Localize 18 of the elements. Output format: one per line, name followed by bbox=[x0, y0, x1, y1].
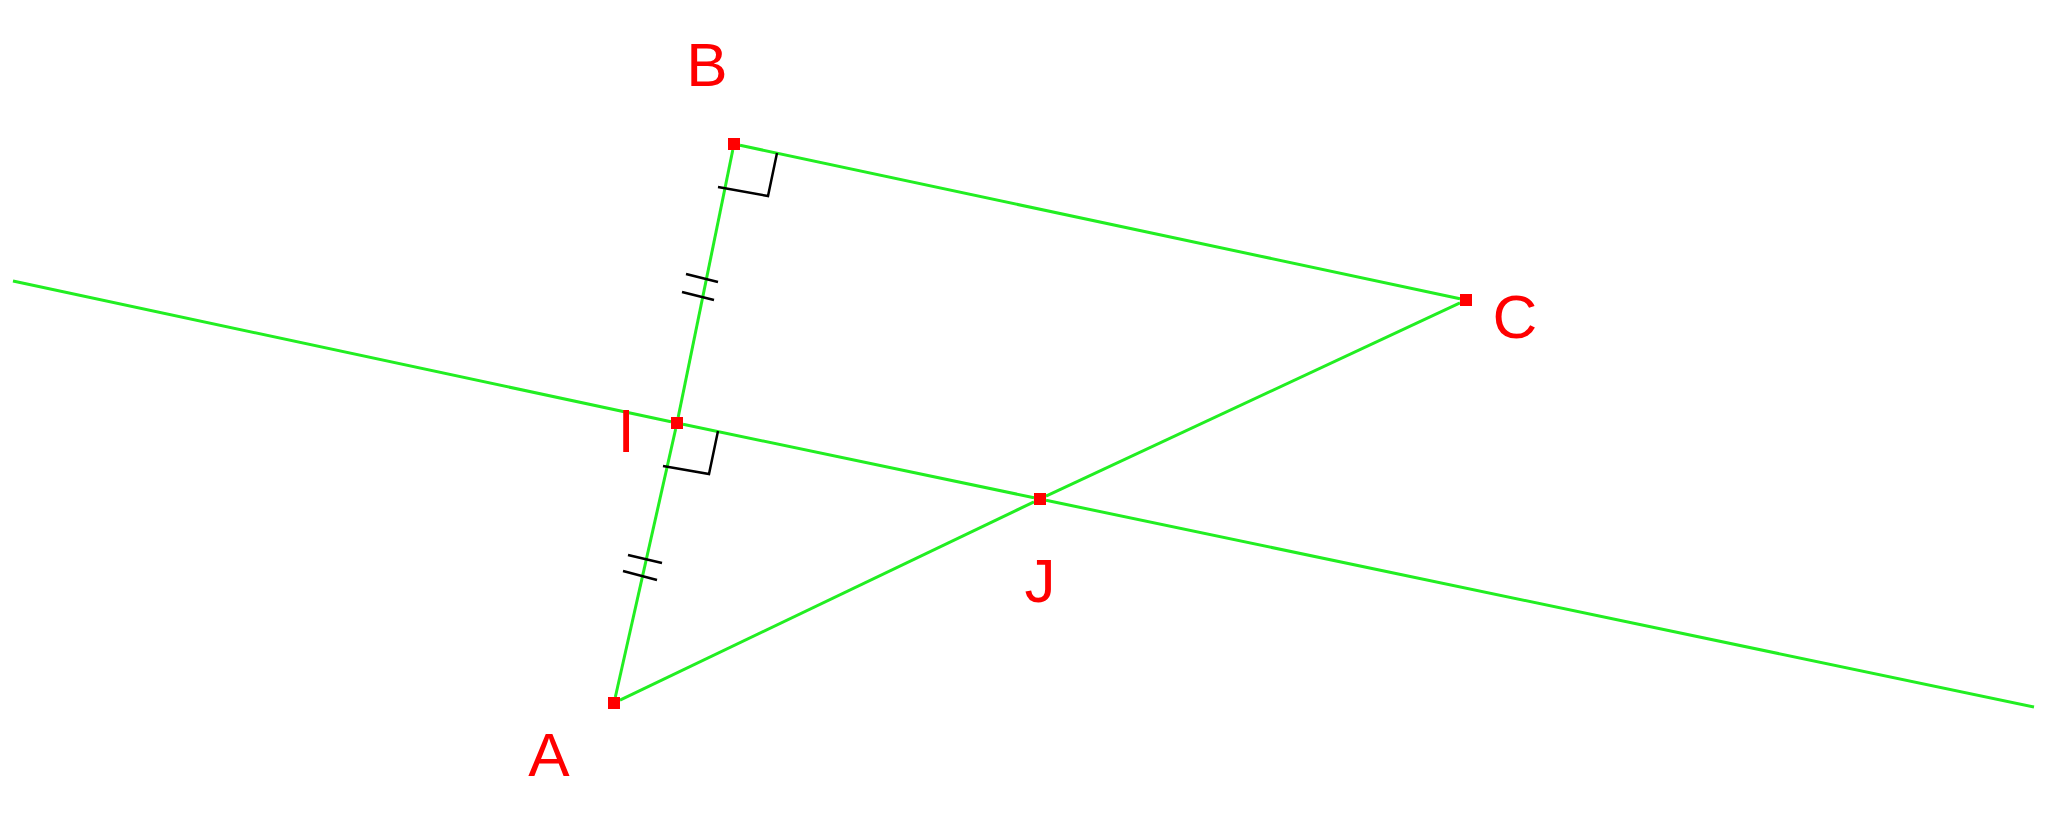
point-label: A bbox=[528, 724, 570, 786]
point-marker bbox=[728, 138, 740, 150]
line bbox=[12, 279, 672, 424]
point-label: J bbox=[1024, 550, 1056, 612]
point-label: C bbox=[1492, 286, 1538, 348]
point-marker bbox=[671, 417, 683, 429]
point-label: B bbox=[686, 34, 728, 96]
line-segment bbox=[1045, 301, 1461, 498]
line-segment bbox=[739, 143, 1461, 301]
line-segment bbox=[619, 500, 1035, 702]
line-segment bbox=[613, 428, 678, 698]
point-marker bbox=[1460, 294, 1472, 306]
point-marker bbox=[608, 697, 620, 709]
line-segment bbox=[676, 149, 735, 418]
line-segment bbox=[682, 422, 1035, 500]
point-marker bbox=[1034, 493, 1046, 505]
point-label: I bbox=[617, 400, 635, 462]
line bbox=[1045, 498, 2035, 709]
